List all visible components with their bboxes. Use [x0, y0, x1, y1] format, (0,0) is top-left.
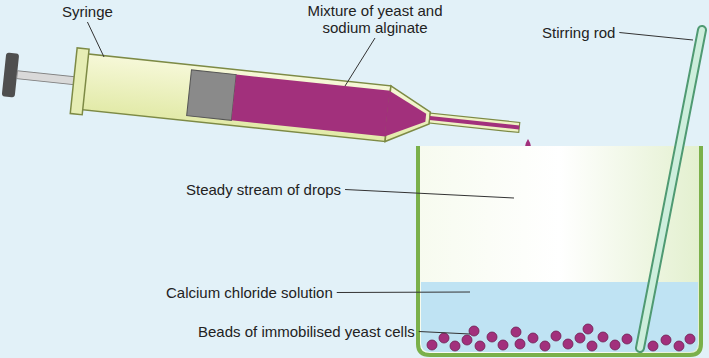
- stirring-rod: [640, 30, 702, 348]
- leader-line: [345, 38, 375, 86]
- leader-line: [337, 292, 470, 294]
- part-label: Calcium chloride solution: [166, 284, 333, 301]
- part-label: Syringe: [62, 3, 113, 20]
- leader-line: [87, 22, 104, 57]
- leader-line: [345, 190, 514, 199]
- part-label: Stirring rod: [542, 24, 615, 41]
- leader-line: [619, 33, 693, 41]
- part-label: Steady stream of drops: [186, 181, 341, 198]
- part-label: Mixture of yeast and sodium alginate: [290, 2, 460, 36]
- part-label: Beads of immobilised yeast cells: [198, 323, 415, 340]
- syringe: [1, 41, 523, 161]
- leader-line: [419, 332, 470, 335]
